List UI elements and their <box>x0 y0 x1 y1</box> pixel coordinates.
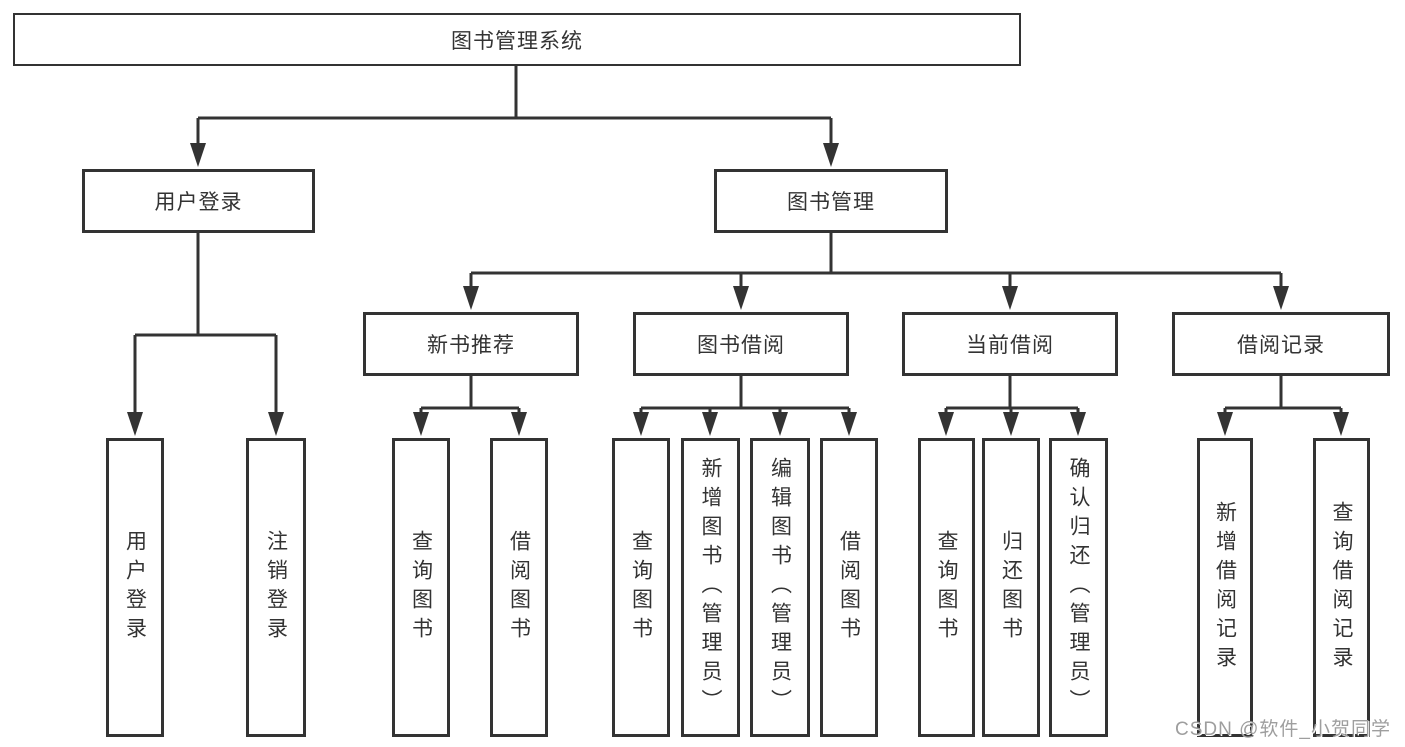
node-library-management-system: 图书管理系统 <box>13 13 1021 66</box>
arrowheads-current-borrow <box>938 412 1086 436</box>
arrowheads-level2 <box>190 143 839 167</box>
arrowheads-borrow-records <box>1217 412 1349 436</box>
node-current-borrow: 当前借阅 <box>902 312 1118 376</box>
leaf-confirm-return-admin: 确认归还（管理员） <box>1049 438 1108 737</box>
connector-current-borrow <box>944 376 1080 416</box>
connector-root-to-level2 <box>196 66 833 146</box>
leaf-add-books-admin: 新增图书（管理员） <box>681 438 740 737</box>
leaf-borrow-books-recommend: 借阅图书 <box>490 438 548 737</box>
leaf-user-login: 用户登录 <box>106 438 164 737</box>
leaf-query-books-borrow: 查询图书 <box>612 438 670 737</box>
node-user-login: 用户登录 <box>82 169 315 233</box>
leaf-query-borrow-record: 查询借阅记录 <box>1313 438 1370 737</box>
leaf-edit-books-admin: 编辑图书（管理员） <box>750 438 810 737</box>
connector-book-borrow <box>639 376 851 416</box>
csdn-watermark: CSDN @软件_小贺同学 <box>1175 719 1391 740</box>
node-book-management: 图书管理 <box>714 169 948 233</box>
node-borrow-records: 借阅记录 <box>1172 312 1390 376</box>
leaf-query-books-current: 查询图书 <box>918 438 975 737</box>
leaf-query-books-recommend: 查询图书 <box>392 438 450 737</box>
arrowheads-book-borrow <box>633 412 857 436</box>
leaf-return-books: 归还图书 <box>982 438 1040 737</box>
arrowheads-user-login <box>127 412 284 436</box>
leaf-logout: 注销登录 <box>246 438 306 737</box>
connector-borrow-records <box>1223 376 1343 416</box>
node-new-book-recommend: 新书推荐 <box>363 312 579 376</box>
leaf-add-borrow-record: 新增借阅记录 <box>1197 438 1253 737</box>
arrowheads-new-book-recommend <box>413 412 527 436</box>
node-book-borrow: 图书借阅 <box>633 312 849 376</box>
connector-new-book-recommend <box>419 376 521 416</box>
leaf-borrow-books: 借阅图书 <box>820 438 878 737</box>
connector-user-login <box>133 233 278 414</box>
arrowheads-level3 <box>463 286 1289 310</box>
connector-book-management <box>469 233 1283 290</box>
